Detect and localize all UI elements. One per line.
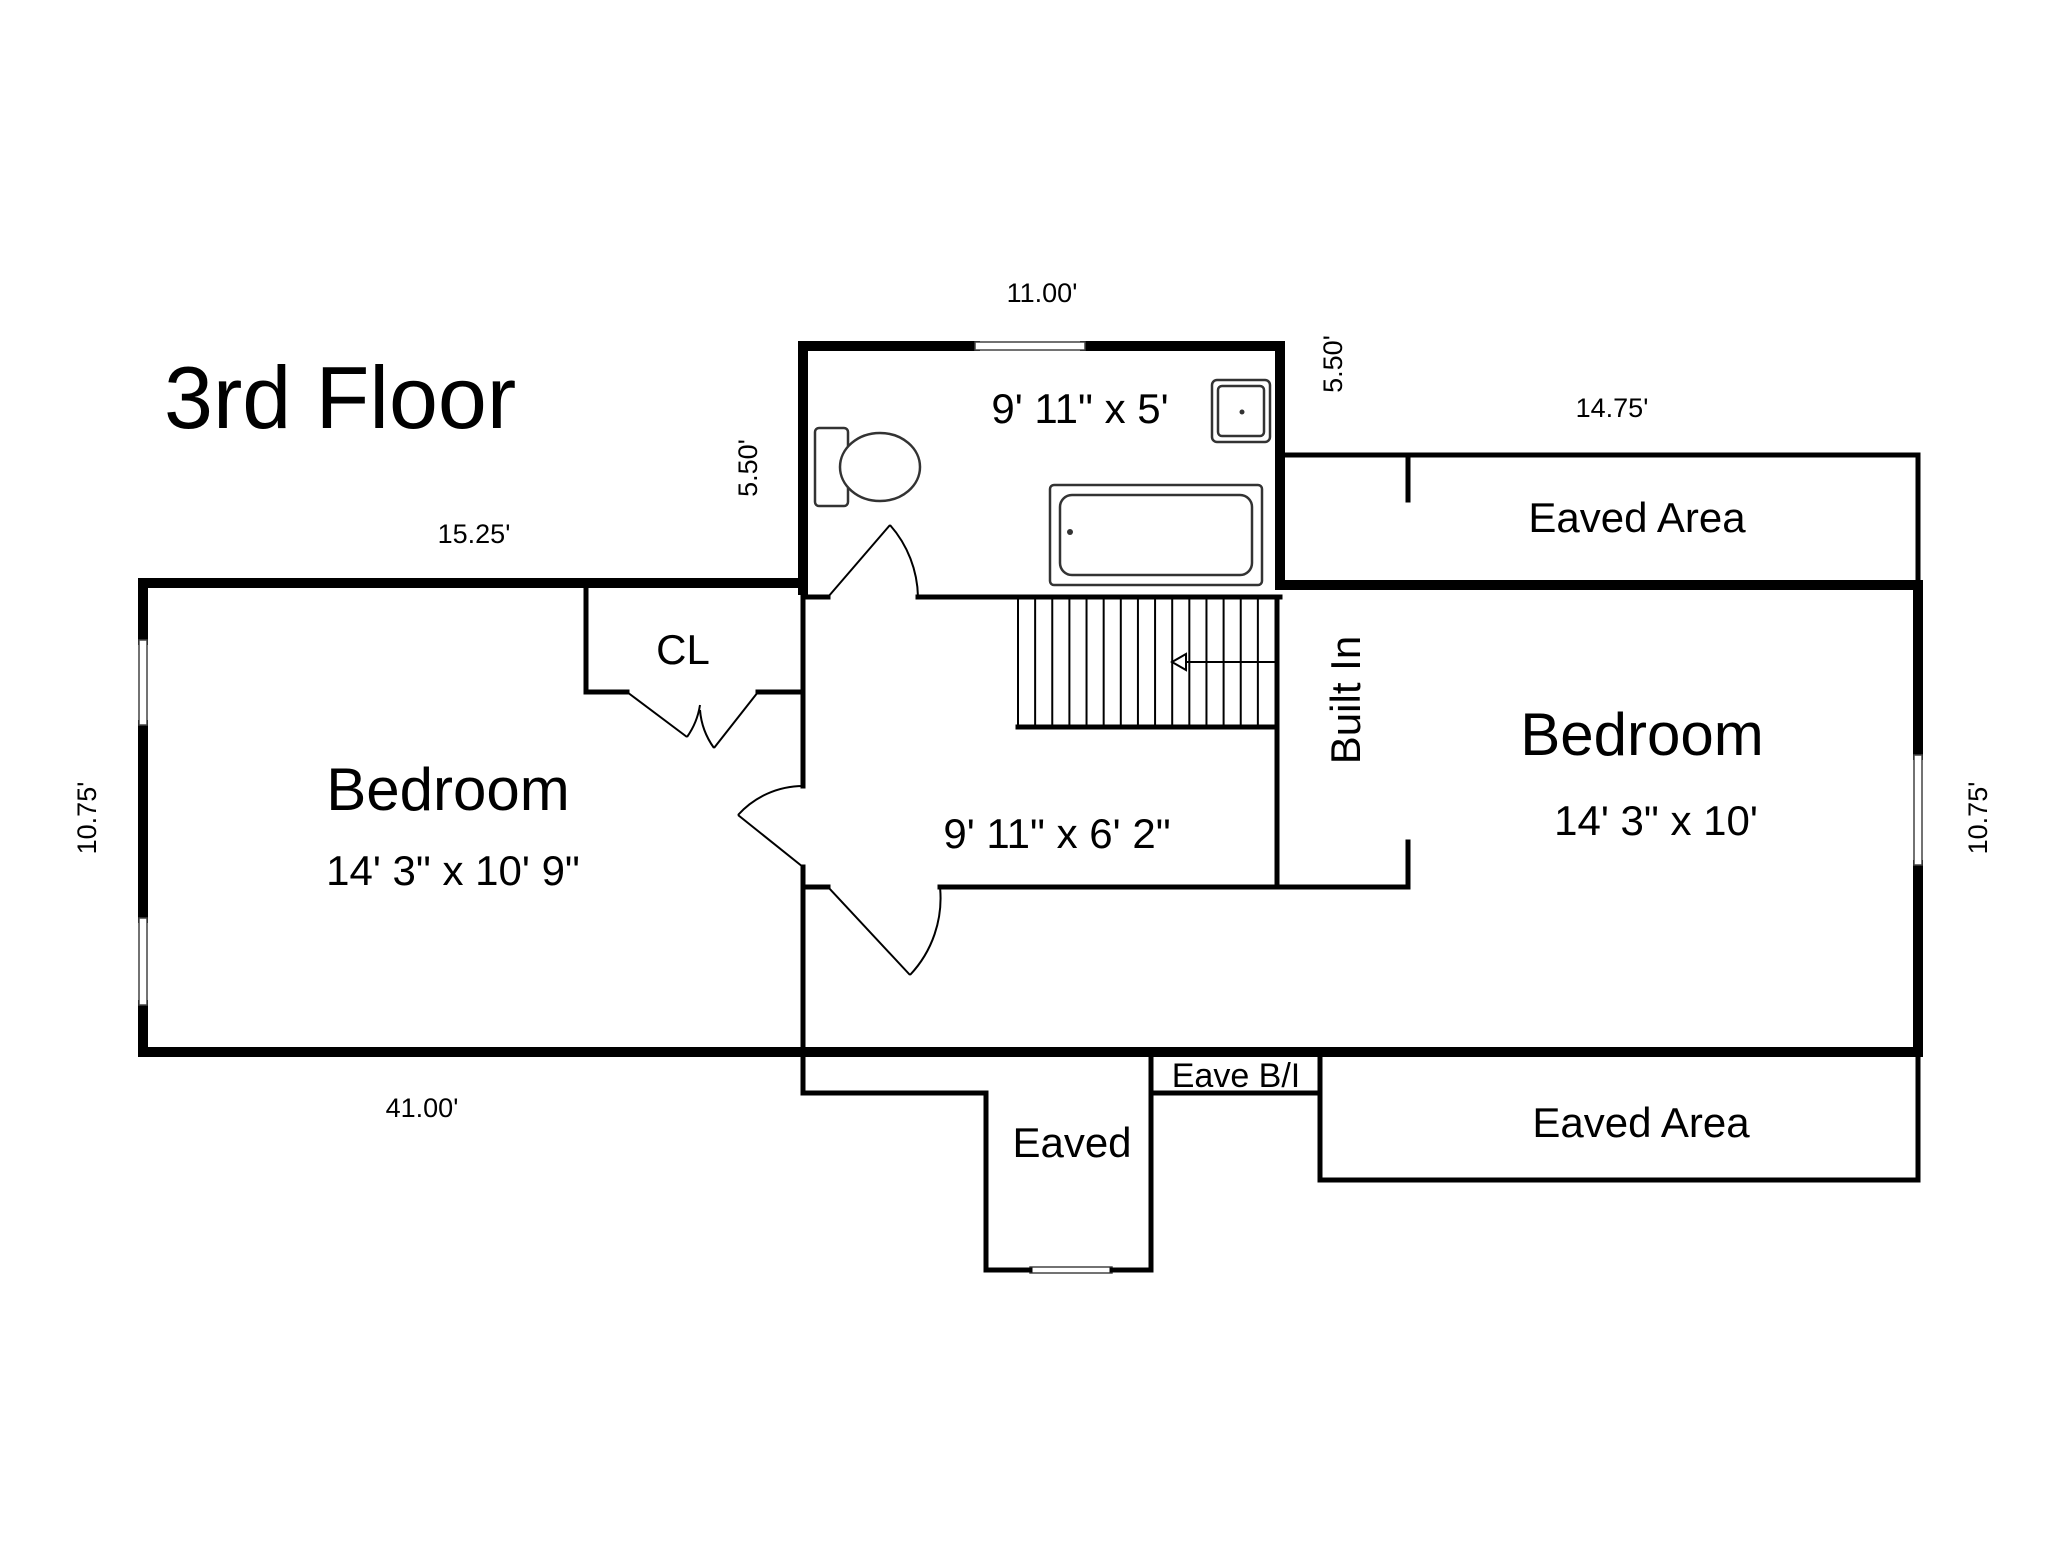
left-bedroom-label: Bedroom: [326, 756, 569, 823]
window-bath-top: [974, 341, 1086, 351]
eaved-area-bottom-label: Eaved Area: [1532, 1099, 1750, 1146]
measure-bath-depth-left: 5.50': [733, 439, 763, 497]
window-left-lower: [138, 917, 148, 1006]
measure-top-right-width: 14.75': [1576, 393, 1649, 423]
window-eaved-bottom: [1029, 1266, 1113, 1274]
door-hall-swing: [909, 886, 942, 976]
right-bedroom-size: 14' 3" x 10': [1554, 797, 1758, 844]
windows: [138, 341, 1923, 1274]
measure-bath-depth-right: 5.50': [1318, 335, 1348, 393]
window-right: [1913, 754, 1923, 866]
bathroom-size: 9' 11" x 5': [991, 385, 1168, 432]
door-bath-swing: [889, 524, 919, 598]
window-left-upper: [138, 639, 148, 726]
closet-label: CL: [656, 626, 710, 673]
right-bedroom-label: Bedroom: [1520, 701, 1763, 768]
bathtub: [1048, 483, 1264, 587]
door-closet-left: [626, 691, 688, 738]
door-left-bedroom-swing: [737, 785, 804, 816]
door-left-bedroom: [737, 814, 804, 868]
door-closet-right-swing: [699, 709, 715, 749]
floor-title: 3rd Floor: [164, 348, 516, 447]
measure-left-width: 15.25': [438, 519, 511, 549]
hall-size: 9' 11" x 6' 2": [943, 810, 1170, 857]
bath-fixtures: [813, 378, 1272, 587]
sink: [1210, 378, 1272, 444]
measure-left-depth: 10.75': [72, 782, 102, 855]
measure-bath-width: 11.00': [1007, 278, 1078, 308]
measure-right-depth: 10.75': [1963, 782, 1993, 855]
interior-walls: [583, 452, 1411, 1055]
doors: [626, 524, 942, 976]
door-closet-right: [713, 691, 759, 749]
built-in-label: Built In: [1322, 636, 1369, 764]
eaved-area-top-label: Eaved Area: [1528, 494, 1746, 541]
door-bath: [827, 524, 891, 598]
exterior-walls: [138, 341, 1923, 1057]
door-closet-left-swing: [686, 704, 701, 738]
left-bedroom-size: 14' 3" x 10' 9": [326, 847, 580, 894]
stair-arrow: [1169, 652, 1275, 672]
toilet: [813, 426, 922, 508]
door-hall: [827, 886, 911, 976]
measure-total-width: 41.00': [386, 1093, 459, 1123]
eaved-area-walls: [800, 452, 1921, 1273]
eave-bi-label: Eave B/I: [1172, 1057, 1301, 1095]
eaved-small-label: Eaved: [1012, 1119, 1131, 1166]
